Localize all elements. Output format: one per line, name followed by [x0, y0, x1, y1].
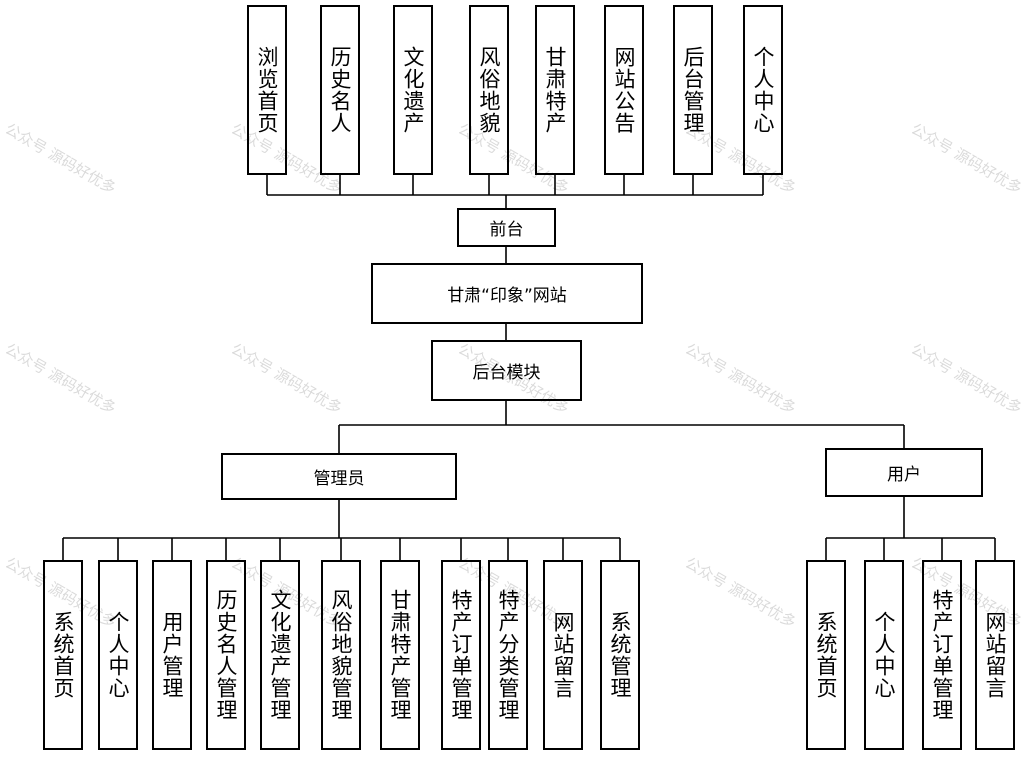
- admin-item-customs: 风俗地貌管理: [321, 560, 361, 750]
- user-item-dashboard: 系统首页: [806, 560, 846, 750]
- frontend-item-home: 浏览首页: [247, 5, 287, 175]
- user-item-messages: 网站留言: [975, 560, 1015, 750]
- frontend-node: 前台: [457, 208, 556, 247]
- user-item-profile: 个人中心: [864, 560, 904, 750]
- admin-item-profile: 个人中心: [98, 560, 138, 750]
- admin-item-celebrities: 历史名人管理: [206, 560, 246, 750]
- admin-item-system: 系统管理: [600, 560, 640, 750]
- admin-node: 管理员: [221, 453, 457, 500]
- frontend-item-announcements: 网站公告: [604, 5, 644, 175]
- frontend-item-customs: 风俗地貌: [469, 5, 509, 175]
- frontend-item-specialties: 甘肃特产: [535, 5, 575, 175]
- frontend-item-heritage: 文化遗产: [393, 5, 433, 175]
- user-item-orders: 特产订单管理: [922, 560, 962, 750]
- frontend-item-celebrities: 历史名人: [320, 5, 360, 175]
- admin-item-categories: 特产分类管理: [488, 560, 528, 750]
- backend-node: 后台模块: [431, 340, 582, 401]
- user-node: 用户: [825, 448, 983, 497]
- frontend-item-admin: 后台管理: [673, 5, 713, 175]
- admin-item-messages: 网站留言: [543, 560, 583, 750]
- admin-item-users: 用户管理: [152, 560, 192, 750]
- frontend-item-profile: 个人中心: [743, 5, 783, 175]
- admin-item-orders: 特产订单管理: [441, 560, 481, 750]
- admin-item-heritage: 文化遗产管理: [260, 560, 300, 750]
- site-title-node: 甘肃“印象”网站: [371, 263, 643, 324]
- admin-item-specialties: 甘肃特产管理: [380, 560, 420, 750]
- admin-item-dashboard: 系统首页: [43, 560, 83, 750]
